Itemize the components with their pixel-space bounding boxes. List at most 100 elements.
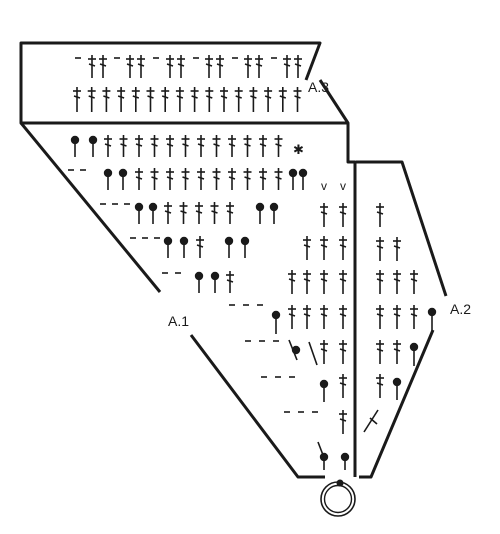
tr-slash bbox=[73, 95, 81, 99]
tr-slash bbox=[166, 176, 174, 180]
stitch-symbols bbox=[68, 55, 437, 487]
ring-inner bbox=[323, 484, 353, 514]
dot-tr-bobble bbox=[271, 310, 281, 320]
tr-slash bbox=[151, 176, 158, 180]
tr-slash bbox=[164, 210, 172, 214]
ring-outer bbox=[320, 481, 356, 517]
slanted-tr bbox=[308, 341, 318, 366]
tr-slash bbox=[264, 95, 272, 99]
tr-slash bbox=[244, 143, 251, 147]
tr-slash bbox=[294, 95, 301, 99]
tr-slash bbox=[196, 244, 204, 248]
tr-slash bbox=[176, 95, 184, 99]
tr-slash bbox=[376, 313, 384, 317]
dot-tr-bobble bbox=[409, 342, 419, 352]
tr-slash bbox=[303, 278, 311, 282]
tr-slash bbox=[376, 382, 384, 386]
tr-slash bbox=[99, 63, 107, 67]
dot-tr-bobble bbox=[134, 202, 144, 212]
label-a1: A.1 bbox=[168, 313, 189, 329]
tr-slash bbox=[259, 143, 267, 147]
dot-tr-bobble bbox=[240, 236, 250, 246]
tr-slash bbox=[393, 278, 401, 282]
a1-section-outline bbox=[19, 122, 162, 293]
a1-right-edge bbox=[346, 123, 357, 477]
tr-slash bbox=[205, 63, 213, 67]
a2-section-outline bbox=[356, 160, 448, 297]
tr-slash bbox=[180, 210, 187, 214]
dot-tr-bobble bbox=[88, 135, 98, 145]
tr-slash bbox=[339, 418, 347, 422]
tr-slash bbox=[303, 244, 311, 248]
tr-slash bbox=[244, 63, 252, 67]
dot-tr-bobble bbox=[103, 168, 113, 178]
tr-slash bbox=[132, 95, 140, 99]
section-labels: A.3 A.1 A.2 bbox=[168, 79, 471, 329]
dot-tr-bobble bbox=[319, 379, 329, 389]
label-a3: A.3 bbox=[308, 79, 329, 95]
tr-slash bbox=[151, 143, 158, 147]
tr-slash bbox=[259, 176, 267, 180]
tr-slash bbox=[255, 63, 263, 67]
tr-slash bbox=[294, 63, 302, 67]
tr-slash bbox=[197, 176, 205, 180]
dot-tr-bobble bbox=[194, 271, 204, 281]
tr-slash bbox=[376, 348, 384, 352]
label-a2: A.2 bbox=[450, 301, 471, 317]
tr-slash bbox=[320, 244, 328, 248]
tr-slash bbox=[279, 95, 287, 99]
tr-slash bbox=[197, 143, 205, 147]
tr-slash bbox=[226, 210, 234, 214]
dot-tr-bobble bbox=[255, 202, 265, 212]
tr-slash bbox=[126, 63, 134, 67]
tr-slash bbox=[166, 63, 174, 67]
dot-tr-bobble bbox=[118, 168, 128, 178]
tr-slash bbox=[228, 176, 236, 180]
tr-slash bbox=[235, 95, 242, 99]
slanted-tr-mark bbox=[369, 417, 378, 425]
star-mark: ✱ bbox=[293, 143, 304, 158]
dot-tr-bobble bbox=[340, 452, 350, 462]
tr-slash bbox=[339, 211, 347, 215]
tr-slash bbox=[88, 95, 95, 99]
tr-slash bbox=[288, 278, 296, 282]
tr-slash bbox=[393, 313, 401, 317]
tr-slash bbox=[182, 176, 189, 180]
tr-slash bbox=[191, 95, 198, 99]
a1-section-outline-lower bbox=[189, 334, 325, 479]
tr-slash bbox=[339, 244, 347, 248]
tr-slash bbox=[182, 143, 189, 147]
dot-tr-bobble bbox=[224, 236, 234, 246]
slanted-tr bbox=[317, 441, 324, 456]
tr-slash bbox=[376, 245, 384, 249]
tr-slash bbox=[410, 278, 418, 282]
tr-slash bbox=[103, 95, 110, 99]
tr-slash bbox=[303, 313, 311, 317]
tr-slash bbox=[195, 210, 203, 214]
tr-slash bbox=[288, 313, 296, 317]
a2-section-outline-lower bbox=[359, 329, 435, 479]
tr-slash bbox=[376, 211, 384, 215]
dot-tr-bobble bbox=[392, 377, 402, 387]
tr-slash bbox=[410, 313, 418, 317]
dot-tr-bobble bbox=[179, 236, 189, 246]
tr-slash bbox=[161, 95, 169, 99]
tr-slash bbox=[137, 63, 145, 67]
tr-slash bbox=[206, 95, 213, 99]
tr-slash bbox=[250, 95, 257, 99]
tr-slash bbox=[320, 278, 328, 282]
tr-slash bbox=[211, 210, 218, 214]
tr-slash bbox=[220, 95, 228, 99]
tr-slash bbox=[213, 176, 220, 180]
tr-slash bbox=[339, 348, 347, 352]
tr-slash bbox=[339, 313, 347, 317]
increase-mark: v bbox=[321, 179, 327, 193]
tr-slash bbox=[216, 63, 224, 67]
dot-tr-bobble bbox=[427, 307, 437, 317]
magic-ring bbox=[320, 481, 356, 517]
tr-slash bbox=[88, 63, 96, 67]
tr-slash bbox=[135, 143, 143, 147]
increase-marks: v v bbox=[321, 179, 346, 193]
dot-tr-bobble bbox=[148, 202, 158, 212]
